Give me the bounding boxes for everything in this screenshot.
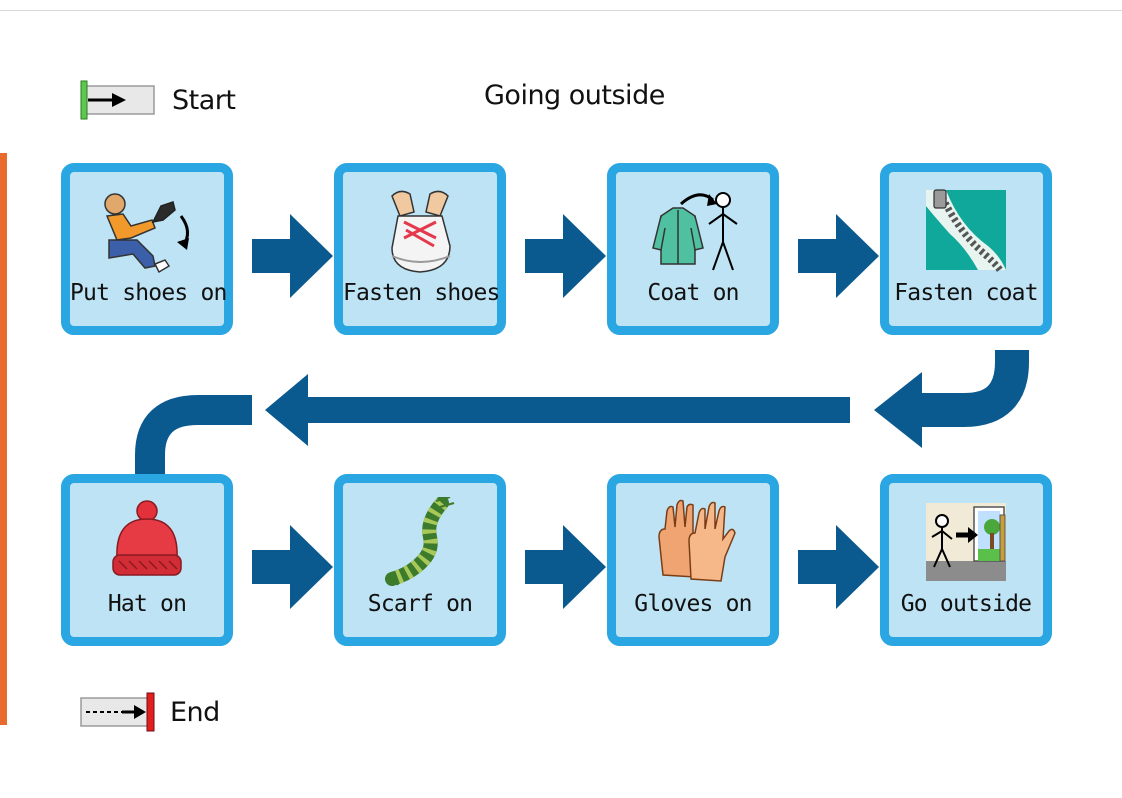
arrow-step5-to-step6	[252, 525, 333, 609]
arrow-row-return	[265, 374, 850, 446]
end-label: End	[170, 696, 220, 728]
start-marker: Start	[80, 80, 236, 120]
step-label: Go outside	[900, 591, 1032, 617]
arrow-curve-right-head	[874, 372, 922, 448]
arrow-step2-to-step3	[525, 214, 606, 298]
fasten-shoes-icon	[391, 190, 451, 273]
arrow-step3-to-step4	[798, 214, 879, 298]
step-card-hat-on: Hat on	[61, 474, 233, 646]
step-label: Put shoes on	[70, 280, 227, 306]
step-label: Coat on	[647, 280, 739, 306]
step-label: Scarf on	[367, 591, 473, 617]
page-title: Going outside	[484, 80, 665, 111]
step-label: Hat on	[107, 591, 187, 617]
go-outside-icon	[926, 503, 1006, 581]
step-label: Fasten shoes	[343, 280, 500, 306]
step-label: Gloves on	[634, 591, 752, 617]
gloves-icon	[658, 499, 736, 582]
put-shoes-on-icon	[104, 193, 189, 274]
arrow-step6-to-step7	[525, 525, 606, 609]
step-card-fasten-shoes: Fasten shoes	[334, 163, 506, 335]
step-card-put-shoes-on: Put shoes on	[61, 163, 233, 335]
arrow-step1-to-step2	[252, 214, 333, 298]
top-rule	[0, 10, 1122, 11]
start-label: Start	[172, 84, 236, 116]
arrow-curve-left	[135, 395, 252, 476]
scarf-icon	[385, 497, 455, 586]
accent-stripe	[0, 153, 7, 725]
step-label: Fasten coat	[894, 280, 1038, 306]
arrow-step7-to-step8	[798, 525, 879, 609]
step-card-coat-on: Coat on	[607, 163, 779, 335]
end-marker: End	[80, 692, 220, 732]
bobble-hat-icon	[112, 500, 182, 576]
arrow-curve-right	[920, 350, 1029, 427]
step-card-gloves-on: Gloves on	[607, 474, 779, 646]
coat-on-icon	[652, 192, 738, 271]
step-card-scarf-on: Scarf on	[334, 474, 506, 646]
start-arrow-icon	[80, 80, 155, 120]
step-card-go-outside: Go outside	[880, 474, 1052, 646]
zip-icon	[926, 189, 1006, 273]
end-arrow-icon	[80, 692, 155, 732]
step-card-fasten-coat: Fasten coat	[880, 163, 1052, 335]
